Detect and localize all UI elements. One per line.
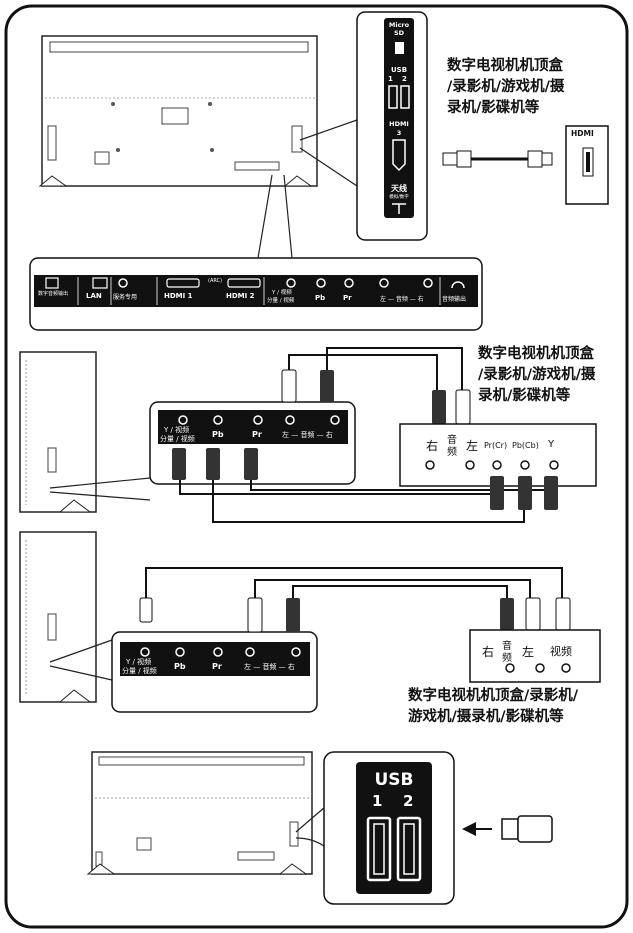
usb-stick-body: [517, 815, 553, 843]
rear-headphone-label: 音频输出: [442, 296, 467, 303]
s2-dev-audio-bottom: 频: [447, 447, 457, 458]
s3-device-box: [469, 629, 601, 683]
s2-dev-left: 左: [466, 439, 479, 453]
rear-pb-label: Pb: [315, 294, 326, 302]
s1-device-label: 数字电视机机顶盒 /录影机/游戏机/摄 录机/影碟机等: [447, 56, 564, 119]
rear-y-video-1: Y / 视频: [272, 290, 292, 296]
s2-audio-plugs: [281, 369, 471, 425]
s2-pr-label: Pr: [252, 430, 262, 439]
section1-tv-rear: [38, 35, 318, 187]
rear-lan-label: LAN: [86, 292, 102, 300]
s3-pb-label: Pb: [174, 662, 186, 671]
usb-panel-port-2: 2: [403, 792, 414, 810]
s3-dev-audio-top: 音: [502, 641, 512, 652]
s1-device-label-line1: 数字电视机机顶盒: [447, 58, 563, 74]
hdmi-cable: [442, 150, 553, 168]
s2-device-box: [399, 423, 597, 487]
s2-pb-label: Pb: [212, 430, 224, 439]
rear-audio-lr-label: 左 — 音频 — 右: [380, 296, 424, 303]
side-hdmi-label: HDMI: [389, 120, 409, 128]
rear-pr-label: Pr: [343, 294, 352, 302]
s2-y-video-2: 分量 / 视频: [160, 435, 195, 443]
s2-dev-audio-top: 音: [447, 435, 457, 446]
side-usb-port-2: 2: [402, 75, 407, 83]
s3-dev-video: 视频: [550, 645, 572, 658]
microsd-label: Micro SD: [388, 21, 410, 37]
s2-device-label-line1: 数字电视机机顶盒: [478, 346, 594, 362]
s2-device-label-line3: 录机/影碟机等: [478, 388, 571, 404]
side-hdmi-port: 3: [396, 129, 402, 137]
s3-dev-right: 右: [482, 645, 495, 659]
s3-y-video-1: Y / 视频: [126, 658, 152, 666]
s3-dev-audio-bottom: 频: [502, 653, 512, 664]
rear-service-label: 服务专用: [113, 294, 138, 301]
s2-dev-right: 右: [426, 439, 439, 453]
side-antenna-sub: 模拟/数字: [389, 195, 409, 200]
s2-dev-pb: Pb(Cb): [512, 441, 539, 450]
device-hdmi-label: HDMI: [571, 129, 594, 138]
s2-y-video-1: Y / 视频: [164, 426, 190, 434]
s2-dev-pr: Pr(Cr): [484, 441, 508, 450]
rear-hdmi1-label: HDMI 1: [164, 292, 193, 300]
rear-arc-label: (ARC): [208, 278, 223, 284]
side-usb-label: USB: [390, 66, 408, 74]
s3-dev-left: 左: [522, 645, 535, 659]
usb-panel-strip: [356, 762, 432, 894]
side-panel-strip: [384, 18, 414, 218]
s1-device-label-line2: /录影机/游戏机/摄: [447, 79, 565, 95]
s2-device-label: 数字电视机机顶盒 /录影机/游戏机/摄 录机/影碟机等: [478, 344, 595, 407]
usb-panel-title: USB: [374, 770, 414, 790]
s2-component-plugs: [172, 448, 258, 480]
section4-tv-rear: [86, 751, 313, 875]
section3-tv-side: [19, 531, 97, 703]
s2-audio-lr-label: 左 — 音频 — 右: [282, 431, 333, 439]
rear-hdmi2-label: HDMI 2: [226, 292, 255, 300]
s2-dev-y: Y: [548, 439, 555, 450]
s3-device-label-line2: 游戏机/摄录机/影碟机等: [408, 709, 564, 725]
s3-device-label-line1: 数字电视机机顶盒/录影机/: [408, 688, 579, 704]
insert-arrow: [462, 822, 476, 836]
rear-y-video-2: 分量 / 视频: [267, 298, 295, 304]
s3-y-video-2: 分量 / 视频: [122, 667, 157, 675]
side-antenna-label: 天线: [391, 184, 407, 193]
usb-panel-port-1: 1: [372, 792, 383, 810]
rear-digital-audio-label: 数字音频输出: [37, 291, 68, 297]
s3-device-label: 数字电视机机顶盒/录影机/ 游戏机/摄录机/影碟机等: [408, 686, 578, 728]
usb-stick-plug: [501, 818, 519, 840]
s1-device-label-line3: 录机/影碟机等: [447, 100, 540, 116]
rear-panel-strip: [34, 275, 478, 307]
s3-pr-label: Pr: [212, 662, 222, 671]
s2-device-label-line2: /录影机/游戏机/摄: [478, 367, 596, 383]
section2-tv-side: [19, 351, 97, 513]
side-usb-port-1: 1: [388, 75, 393, 83]
s3-audio-lr-label: 左 — 音频 — 右: [244, 663, 295, 671]
